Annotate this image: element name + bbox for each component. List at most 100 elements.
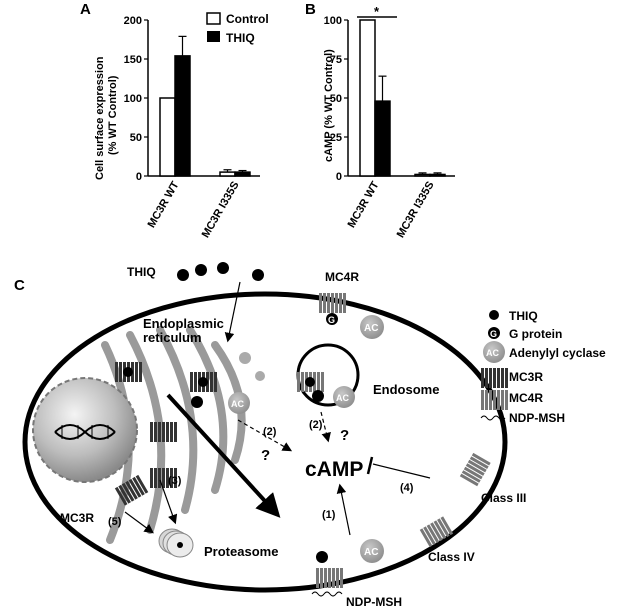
step-3-label: (3) xyxy=(168,475,182,487)
trafficking-arrow xyxy=(166,393,281,518)
ndp-msh-camp-arrow xyxy=(336,483,351,536)
class4-label: Class IV xyxy=(428,550,475,564)
camp-label: cAMP xyxy=(305,458,363,481)
thiq-label: THIQ xyxy=(127,265,156,279)
g-protein-icon xyxy=(191,396,203,408)
question-mark-1: ? xyxy=(261,447,270,464)
chart-a: Cell surface expression (% WT Control) 0… xyxy=(94,12,269,240)
degradation-arrow-3 xyxy=(159,479,178,525)
vesicle xyxy=(239,352,251,364)
cell-diagram: THIQ MC4R G AC Endoplasmic reticulum AC xyxy=(22,262,606,609)
step-2a-label: (2) xyxy=(263,426,277,438)
inhibition-bar xyxy=(366,456,374,475)
class3-inhibition-line xyxy=(372,463,431,479)
y-tick-label: 100 xyxy=(324,15,342,27)
mc4r-top-label: MC4R xyxy=(325,270,359,284)
g-protein-icon xyxy=(316,551,328,563)
ndp-msh-peptide xyxy=(311,591,343,597)
diagram-key: THIQ G G protein AC Adenylyl cyclase MC3… xyxy=(480,309,606,425)
key-mc3r-label: MC3R xyxy=(509,370,543,384)
mc3r-icon xyxy=(481,368,508,388)
y-tick-label: 100 xyxy=(124,93,142,105)
chart-a-bars: MC3R WT MC3R I335S xyxy=(146,35,251,241)
cell-membrane xyxy=(22,291,508,593)
chart-a-ylabel-line2: (% WT Control) xyxy=(107,75,119,155)
endosome-label: Endosome xyxy=(373,382,439,397)
chart-a-legend: Control THIQ xyxy=(206,12,269,45)
y-tick-label: 50 xyxy=(330,93,342,105)
g-protein-letter: G xyxy=(328,315,335,325)
key-mc4r-label: MC4R xyxy=(509,391,543,405)
legend-control-label: Control xyxy=(226,12,269,26)
class4-receptor xyxy=(419,516,454,548)
y-tick-label: 150 xyxy=(124,54,142,66)
mc4r-bottom-receptor xyxy=(316,568,343,588)
adenylyl-cyclase-icon xyxy=(360,315,384,339)
step-5-label: (5) xyxy=(108,516,122,528)
er-camp-arrow xyxy=(237,419,293,452)
y-tick-label: 0 xyxy=(136,171,142,183)
mc4r-icon xyxy=(481,390,508,410)
ac-label: AC xyxy=(364,547,378,558)
chart-b-ylabel: cAMP (% WT Control) xyxy=(323,49,335,162)
x-tick-label: MC3R I335S xyxy=(200,180,242,241)
step-4-label: (4) xyxy=(400,482,414,494)
key-g-letter: G xyxy=(490,329,497,339)
x-tick-label: MC3R WT xyxy=(146,179,182,230)
bar xyxy=(174,55,191,177)
thiq-icon xyxy=(252,269,264,281)
thiq-entry-arrow xyxy=(224,281,241,343)
mc4r-top-receptor xyxy=(319,293,346,313)
thiq-molecules xyxy=(177,262,264,281)
x-tick-label: MC3R I335S xyxy=(395,180,437,241)
thiq-icon xyxy=(489,310,499,320)
adenylyl-cyclase-icon xyxy=(228,392,250,414)
panel-c-letter: C xyxy=(14,277,25,294)
legend-control-swatch xyxy=(206,12,221,25)
er-label-line1: Endoplasmic xyxy=(143,316,224,331)
bar xyxy=(429,173,446,177)
ac-label: AC xyxy=(336,393,349,403)
class3-receptor xyxy=(459,452,491,487)
degradation-arrow-5 xyxy=(124,511,154,534)
proteasome xyxy=(158,528,194,558)
ndp-msh-bottom-label: NDP-MSH xyxy=(346,595,402,609)
step-1-label: (1) xyxy=(322,509,336,521)
g-protein-icon xyxy=(326,313,338,325)
y-tick-label: 200 xyxy=(124,15,142,27)
bar xyxy=(159,97,176,177)
legend-thiq-swatch xyxy=(207,31,220,42)
x-tick-label: MC3R WT xyxy=(346,179,382,230)
significance-star: * xyxy=(374,4,380,19)
thiq-icon xyxy=(195,264,207,276)
bar xyxy=(219,171,236,177)
thiq-icon xyxy=(198,377,208,387)
panel-b-letter: B xyxy=(305,1,316,18)
key-g-protein-label: G protein xyxy=(509,327,562,341)
question-mark-2: ? xyxy=(340,427,349,444)
adenylyl-cyclase-icon xyxy=(360,539,384,563)
key-ndp-msh-label: NDP-MSH xyxy=(509,411,565,425)
thiq-icon xyxy=(177,269,189,281)
vesicle xyxy=(255,371,265,381)
endosome-camp-arrow xyxy=(320,411,331,443)
thiq-icon xyxy=(217,262,229,274)
adenylyl-cyclase-icon xyxy=(333,386,355,408)
chart-b-bars: MC3R WT MC3R I335S xyxy=(346,19,446,241)
bar xyxy=(359,19,376,177)
adenylyl-cyclase-icon xyxy=(483,341,505,363)
g-protein-icon xyxy=(488,327,500,339)
ac-label: AC xyxy=(231,399,244,409)
key-ac-letters: AC xyxy=(486,348,499,358)
mc3r-er-receptor xyxy=(150,422,177,442)
thiq-icon xyxy=(123,367,133,377)
thiq-icon xyxy=(305,377,315,387)
bar xyxy=(414,173,431,177)
ndp-msh-icon xyxy=(480,415,506,421)
er-label-line2: reticulum xyxy=(143,330,202,345)
bar xyxy=(374,100,391,177)
bar xyxy=(234,171,251,177)
legend-thiq-label: THIQ xyxy=(226,31,255,45)
